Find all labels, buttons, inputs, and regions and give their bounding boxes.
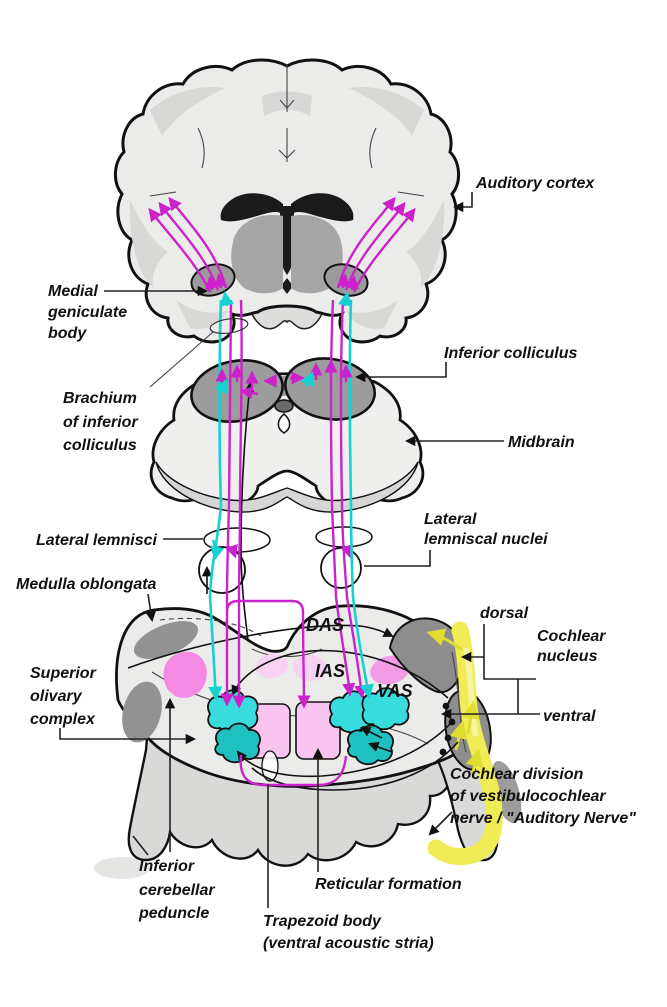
label-ias: IAS (315, 661, 345, 681)
svg-text:cerebellar: cerebellar (139, 882, 215, 899)
cortical-radiation-left (148, 196, 228, 293)
aqueduct-teardrop (277, 413, 291, 434)
svg-text:lemniscal nuclei: lemniscal nuclei (424, 531, 548, 548)
svg-text:Cochlear: Cochlear (537, 628, 606, 645)
svg-text:Trapezoid body: Trapezoid body (263, 913, 382, 930)
foot-shadow (94, 857, 150, 879)
label-cochlear-division: Cochlear division of vestibulocochlear n… (450, 766, 636, 827)
label-vas: VAS (377, 681, 413, 701)
svg-text:geniculate: geniculate (47, 304, 127, 321)
colliculus-arrows (214, 359, 353, 400)
label-lateral-lemniscal-nuclei: Lateral lemniscal nuclei (424, 511, 548, 548)
label-das: DAS (306, 615, 344, 635)
brain-coronal-section (114, 58, 460, 344)
superior-olivary-complex (207, 687, 410, 766)
svg-text:body: body (48, 325, 87, 342)
label-midbrain: Midbrain (508, 434, 575, 451)
svg-text:of vestibulocochlear: of vestibulocochlear (450, 788, 606, 805)
ascending-pathways (148, 196, 416, 787)
cortical-radiation-right (336, 196, 416, 293)
svg-text:of inferior: of inferior (63, 414, 138, 431)
label-medulla-oblongata: Medulla oblongata (16, 576, 157, 593)
left-superior-olive-pink (163, 651, 207, 698)
left-gray-nuclei (122, 621, 199, 743)
svg-text:Brachium: Brachium (63, 390, 137, 407)
gyri-shading (129, 86, 445, 330)
label-superior-olivary-complex: Superior olivary complex (30, 665, 97, 728)
labels: Auditory cortex Medial geniculate body I… (16, 175, 636, 952)
pink-nuclei (163, 651, 410, 698)
label-brachium: Brachium of inferior colliculus (63, 390, 138, 454)
label-lateral-lemnisci: Lateral lemnisci (36, 532, 158, 549)
label-ventral: ventral (543, 708, 596, 725)
label-auditory-cortex: Auditory cortex (475, 175, 595, 192)
label-trapezoid-body: Trapezoid body (ventral acoustic stria) (263, 913, 434, 952)
lateral-ventricles (220, 193, 354, 294)
trapezoid-body-marker (261, 750, 279, 782)
svg-text:colliculus: colliculus (63, 437, 137, 454)
mgb-entry-arrows (205, 273, 359, 307)
svg-text:Lateral: Lateral (424, 511, 477, 528)
svg-text:nerve / "Auditory Nerve": nerve / "Auditory Nerve" (450, 810, 636, 827)
svg-text:olivary: olivary (30, 688, 83, 705)
svg-text:nucleus: nucleus (537, 648, 598, 665)
brachium-marker (209, 317, 249, 335)
pointer-lines (59, 192, 540, 908)
label-reticular-formation: Reticular formation (315, 876, 462, 893)
label-cochlear-nucleus: Cochlear nucleus (537, 628, 606, 665)
svg-text:Cochlear division: Cochlear division (450, 766, 584, 783)
label-medial-geniculate-body: Medial geniculate body (47, 283, 127, 342)
label-inferior-cerebellar-peduncle: Inferior cerebellar peduncle (138, 858, 215, 922)
label-dorsal: dorsal (480, 605, 529, 622)
svg-text:Superior: Superior (30, 665, 97, 682)
svg-text:(ventral acoustic stria): (ventral acoustic stria) (263, 935, 434, 952)
sulci-lines (149, 64, 425, 197)
svg-text:Inferior: Inferior (139, 858, 195, 875)
cerebral-aqueduct (274, 399, 294, 413)
svg-text:complex: complex (30, 711, 96, 728)
svg-text:peduncle: peduncle (138, 905, 209, 922)
acoustic-striae (127, 381, 459, 791)
medulla-section (94, 604, 522, 879)
label-inferior-colliculus: Inferior colliculus (444, 345, 577, 362)
svg-text:Medial: Medial (48, 283, 98, 300)
